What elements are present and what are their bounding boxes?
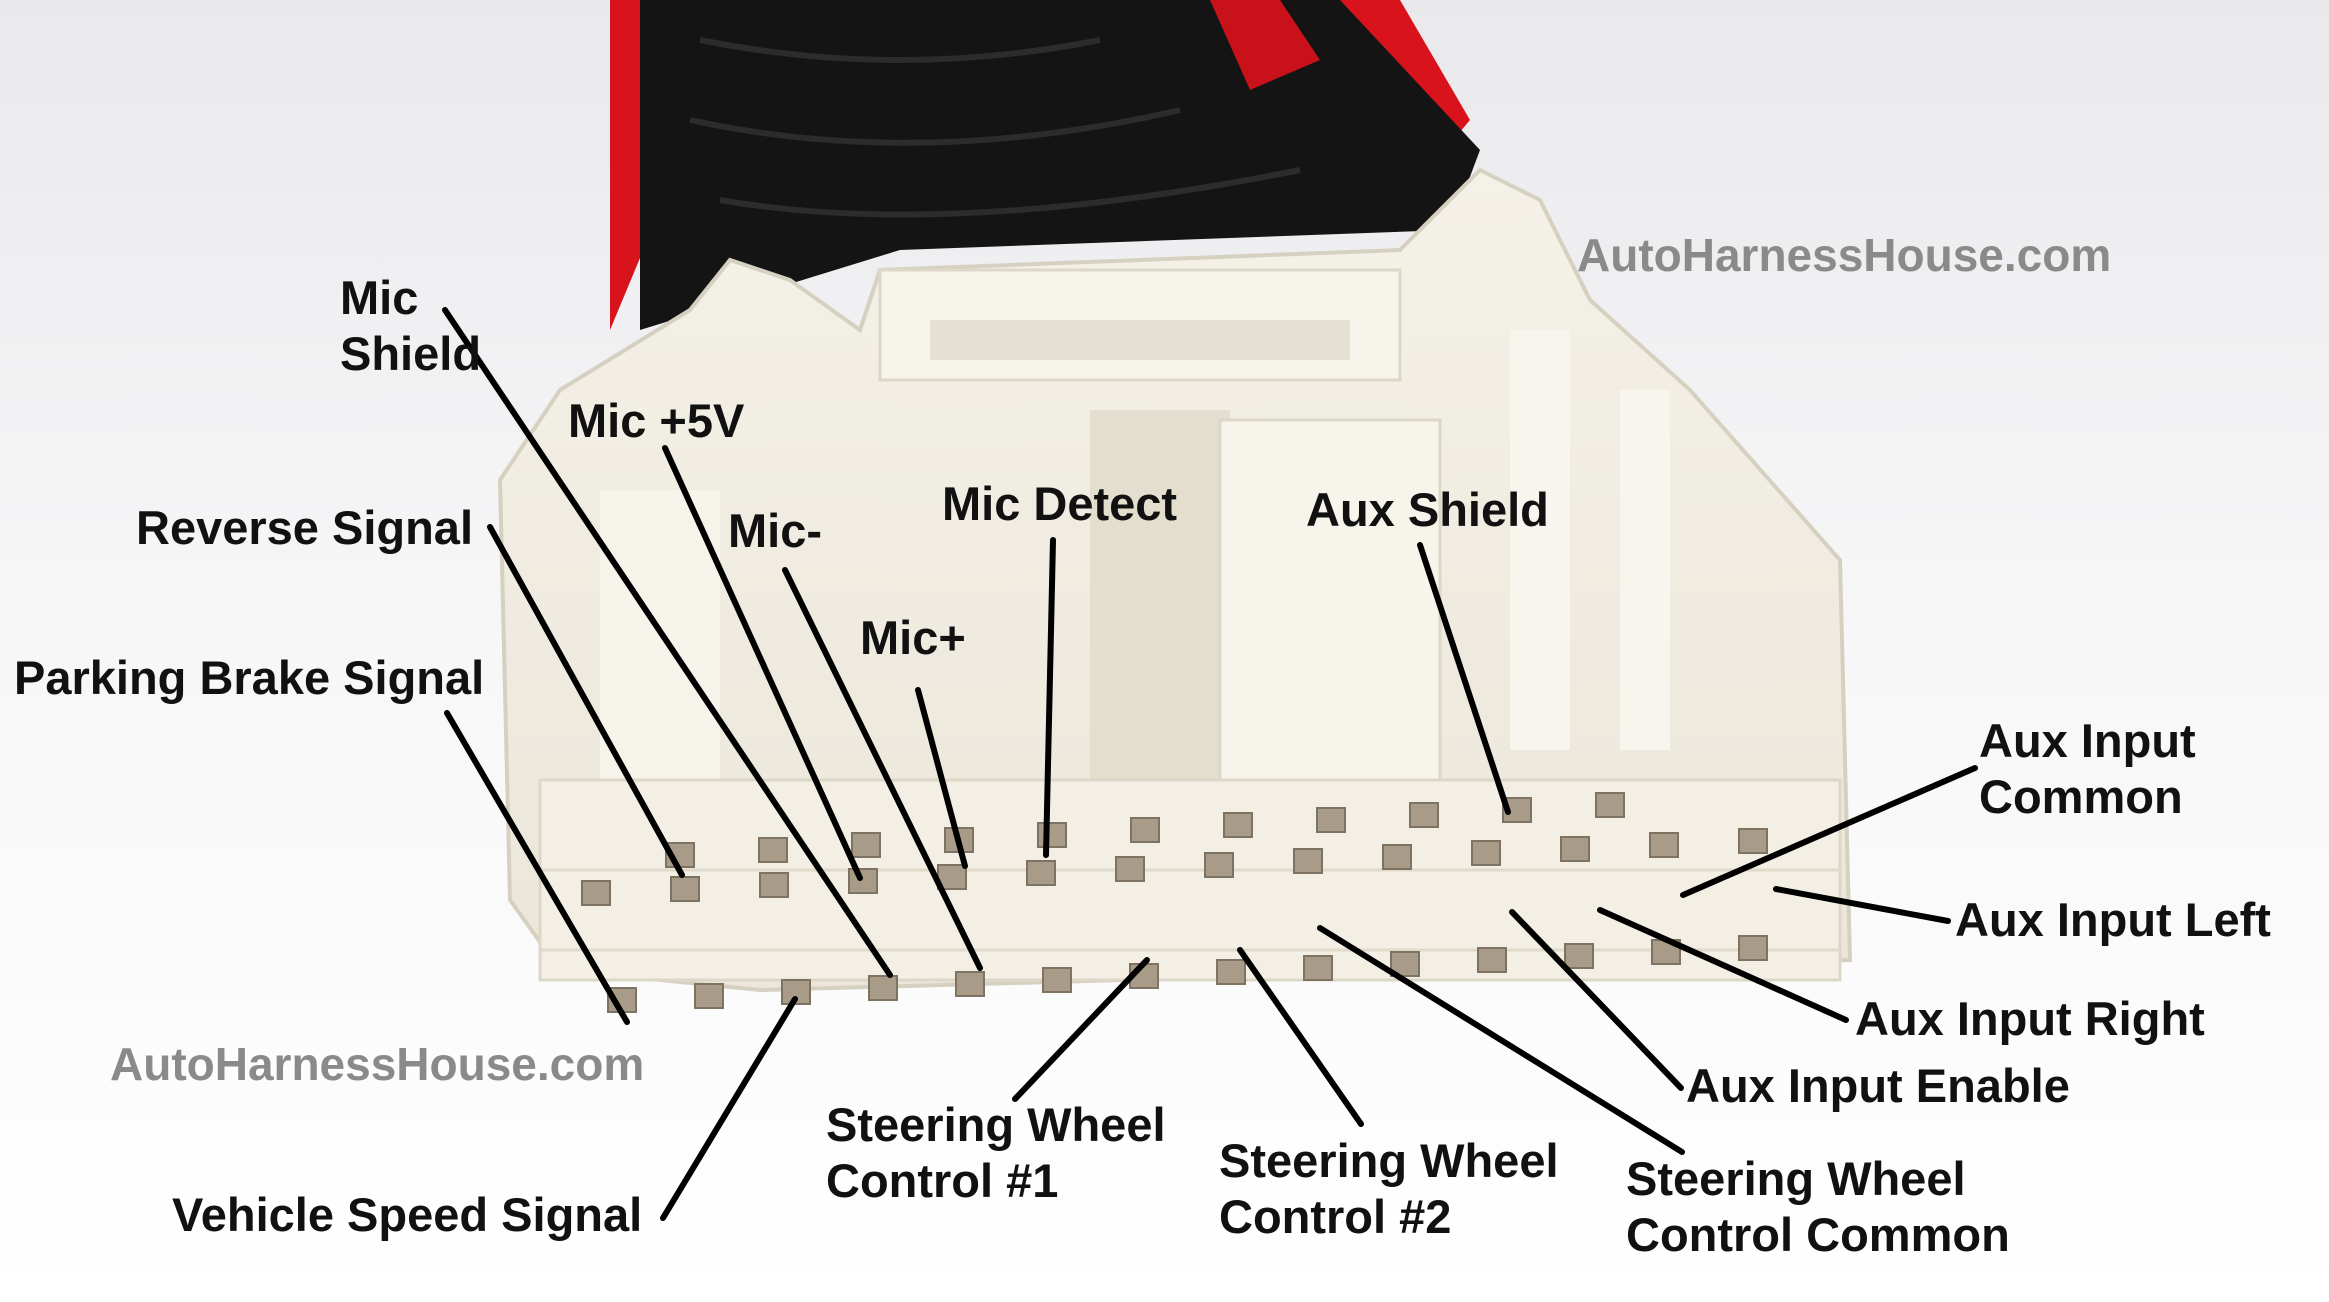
label-aux-shield: Aux Shield <box>1306 483 1549 536</box>
pin-slot-row0 <box>851 832 881 858</box>
pin-slot-row0 <box>1130 817 1160 843</box>
leader-mic-plus <box>915 687 968 869</box>
label-line: Aux Input <box>1979 714 2196 767</box>
pin-slot-row2 <box>1564 943 1594 969</box>
label-line: Shield <box>340 327 482 380</box>
label-reverse-signal: Reverse Signal <box>136 501 474 554</box>
leader-aux-input-right <box>1597 907 1849 1023</box>
leader-steering-wheel-control-1 <box>1012 957 1150 1102</box>
connector-body <box>497 167 1853 993</box>
leader-mic-5v <box>662 445 863 881</box>
label-aux-input-enable: Aux Input Enable <box>1686 1059 2070 1112</box>
label-line: Steering Wheel <box>826 1098 1166 1151</box>
pin-slot-row0 <box>1595 792 1625 818</box>
pin-slot-row1 <box>1471 840 1501 866</box>
label-line: Steering Wheel <box>1626 1152 1966 1205</box>
leader-aux-shield <box>1417 542 1511 815</box>
pin-slot-row2 <box>955 971 985 997</box>
label-line: Control #1 <box>826 1154 1059 1207</box>
label-mic-detect: Mic Detect <box>942 477 1178 530</box>
pin-slot-row0 <box>1223 812 1253 838</box>
pin-slot-row2 <box>1216 959 1246 985</box>
pin-slot-row2 <box>868 975 898 1001</box>
pin-slot-row1 <box>1560 836 1590 862</box>
pin-slot-row1 <box>581 880 611 906</box>
pin-slot-row2 <box>1303 955 1333 981</box>
pin-slot-row1 <box>1204 852 1234 878</box>
watermark-bottom: AutoHarnessHouse.com <box>110 1038 645 1090</box>
label-line: Steering Wheel <box>1219 1134 1559 1187</box>
label-parking-brake-signal: Parking Brake Signal <box>14 651 485 704</box>
pin-slot-row0 <box>1409 802 1439 828</box>
leader-steering-wheel-control-2 <box>1237 947 1364 1127</box>
label-mic-minus: Mic- <box>728 504 822 557</box>
leader-mic-detect <box>1043 537 1056 858</box>
pin-slot-row1 <box>1382 844 1412 870</box>
pin-slot-row1 <box>1738 828 1768 854</box>
wire-bundle <box>610 0 1480 330</box>
pin-slot-row0 <box>758 837 788 863</box>
pin-slot-row1 <box>759 872 789 898</box>
pin-slot-row0 <box>1037 822 1067 848</box>
label-mic-5v: Mic +5V <box>568 394 745 447</box>
label-vehicle-speed-signal: Vehicle Speed Signal <box>172 1188 643 1241</box>
label-line: Mic <box>340 271 419 324</box>
pin-slot-row1 <box>670 876 700 902</box>
leader-parking-brake-signal <box>444 710 630 1025</box>
leader-reverse-signal <box>487 524 685 878</box>
pin-slot-row1 <box>1649 832 1679 858</box>
leader-aux-input-enable <box>1509 909 1684 1091</box>
label-steering-wheel-control-2: Steering Wheel Control #2 <box>1219 1133 1559 1245</box>
label-steering-wheel-control-1: Steering Wheel Control #1 <box>826 1097 1166 1209</box>
label-aux-input-left: Aux Input Left <box>1955 893 2271 946</box>
leader-vehicle-speed-signal <box>660 996 798 1221</box>
pin-slot-row2 <box>1738 935 1768 961</box>
red-wire <box>1210 0 1320 90</box>
leader-steering-wheel-control-common <box>1317 925 1685 1155</box>
label-line: Control Common <box>1626 1208 2010 1261</box>
watermark-top: AutoHarnessHouse.com <box>1577 229 2112 281</box>
label-aux-input-right: Aux Input Right <box>1855 992 2205 1045</box>
label-line: Control #2 <box>1219 1190 1452 1243</box>
leader-aux-input-left <box>1773 886 1951 924</box>
leader-mic-shield <box>442 307 893 978</box>
label-mic-plus: Mic+ <box>860 611 966 664</box>
label-steering-wheel-control-common: Steering Wheel Control Common <box>1626 1151 2010 1263</box>
pin-slot-row2 <box>1477 947 1507 973</box>
pin-slot-row1 <box>1026 860 1056 886</box>
pin-slot-row1 <box>1115 856 1145 882</box>
pin-slot-row0 <box>1316 807 1346 833</box>
pin-slot-row2 <box>1042 967 1072 993</box>
leader-lines <box>442 307 1978 1221</box>
pin-slot-row2 <box>694 983 724 1009</box>
leader-mic-minus <box>782 567 983 971</box>
label-mic-shield: Mic Shield <box>340 270 481 382</box>
leader-aux-input-common <box>1680 765 1978 898</box>
pin-slot-row1 <box>1293 848 1323 874</box>
label-line: Common <box>1979 770 2183 823</box>
label-aux-input-common: Aux Input Common <box>1979 713 2196 825</box>
pin-slot-row1 <box>848 868 878 894</box>
